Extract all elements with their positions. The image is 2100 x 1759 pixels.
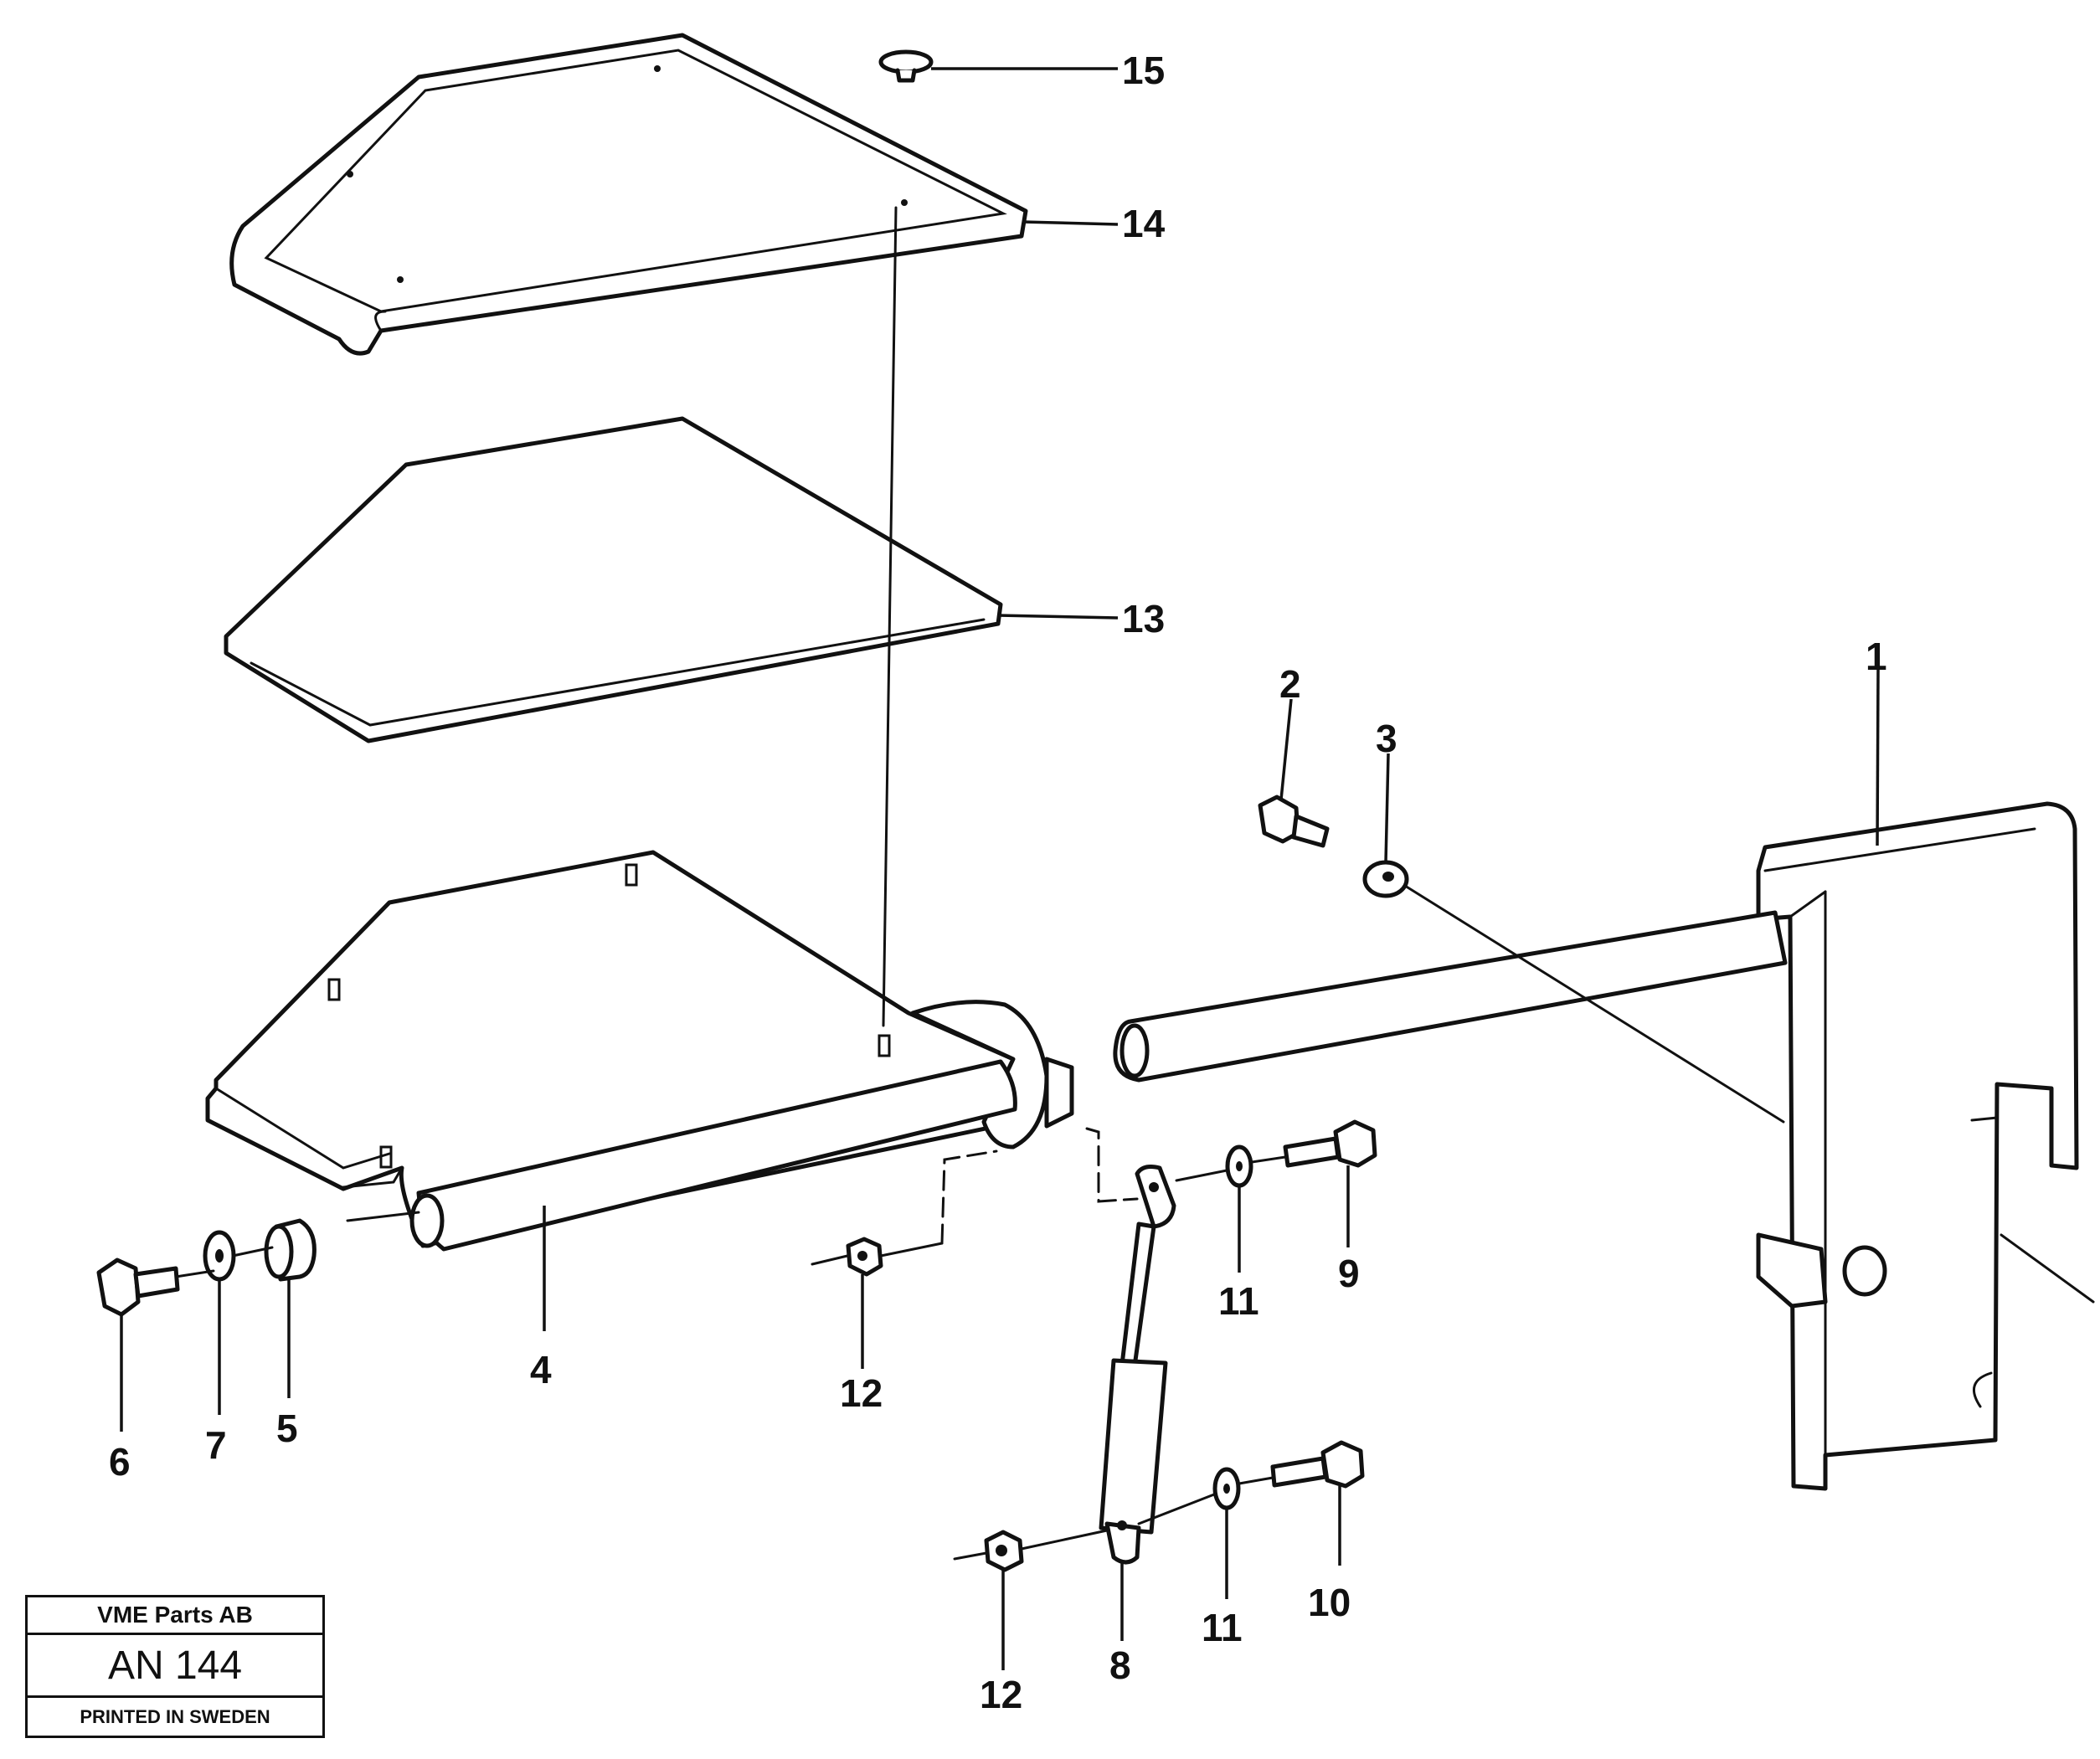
callout-7: 7 — [205, 1423, 227, 1467]
callout-5: 5 — [276, 1407, 298, 1450]
callout-2: 2 — [1279, 662, 1301, 706]
callout-9: 9 — [1338, 1252, 1360, 1295]
callout-11-lower: 11 — [1202, 1606, 1243, 1649]
nut-12-upper — [846, 1237, 883, 1277]
callout-13: 13 — [1122, 597, 1165, 640]
callout-14: 14 — [1122, 202, 1166, 245]
spacer-5 — [264, 1218, 317, 1282]
callout-15: 15 — [1122, 49, 1165, 92]
mat-13 — [224, 416, 1003, 743]
cover-plate-14 — [229, 33, 1028, 356]
callout-4: 4 — [530, 1348, 552, 1391]
footrest-4 — [205, 850, 1074, 1252]
bolt-6 — [96, 1258, 180, 1317]
company-name: VME Parts AB — [28, 1597, 322, 1635]
bracket-1 — [1113, 801, 2079, 1491]
bolt-9 — [1283, 1119, 1377, 1168]
callout-11-upper: 11 — [1218, 1279, 1259, 1323]
printed-note: PRINTED IN SWEDEN — [80, 1705, 270, 1727]
callout-10: 10 — [1308, 1581, 1351, 1624]
plug-15 — [878, 49, 934, 83]
callout-8: 8 — [1109, 1643, 1131, 1687]
callout-6: 6 — [109, 1440, 131, 1484]
gas-spring-8 — [1099, 1165, 1176, 1565]
callout-12-upper: 12 — [840, 1371, 883, 1415]
washer-3 — [1362, 860, 1409, 898]
bolt-2 — [1258, 795, 1330, 848]
callout-3: 3 — [1376, 717, 1397, 760]
callout-12-lower: 12 — [980, 1673, 1022, 1716]
bolt-10 — [1270, 1440, 1365, 1489]
washer-11-lower — [1212, 1467, 1241, 1510]
title-block: VME Parts AB AN 144 PRINTED IN SWEDEN — [25, 1595, 325, 1738]
washer-11-upper — [1225, 1144, 1253, 1188]
nut-12-lower — [984, 1530, 1024, 1572]
drawing-code: AN 144 — [28, 1635, 322, 1698]
callout-1: 1 — [1866, 635, 1887, 678]
